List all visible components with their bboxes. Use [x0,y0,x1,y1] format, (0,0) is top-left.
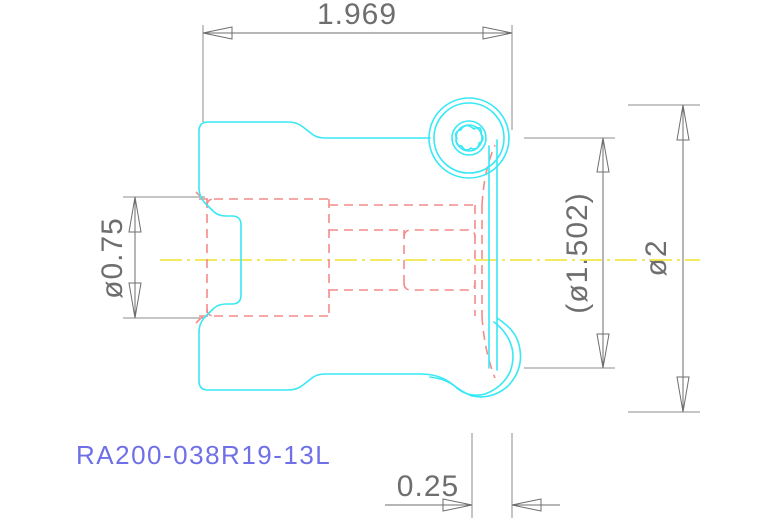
arrow-right-icon [511,498,542,512]
arrow-bottom-icon [676,376,690,413]
hidden-line-stub-bottom [195,315,204,324]
hidden-line-block2-top [403,229,476,238]
outline-lobe-inner [429,321,514,396]
arrow-left-icon [202,26,233,40]
outline-lobe-outer [419,317,522,398]
bore-diameter-dimension: ø0.75 [96,196,205,319]
torx-star-socket-icon [454,124,484,151]
part-number-label: RA200-038R19-13L [76,440,331,470]
hidden-line-diag-top [481,144,496,206]
outline-notch-top [198,187,242,241]
outline-notch-bottom [198,281,242,333]
outline-torx-outer-circle [451,120,487,156]
arrow-right-icon [482,26,513,40]
arrow-top-icon [128,196,142,233]
outline-boss-second-circle [433,102,505,174]
arrow-bottom-icon [128,282,142,319]
outline-bottom-edge [198,373,421,391]
overall-width-value: 1.969 [317,0,397,31]
hidden-line-diag-bottom [481,315,496,379]
arrow-left-icon [442,498,473,512]
edge-offset-value: 0.25 [397,470,459,503]
bore-diameter-value: ø0.75 [96,217,129,299]
overall-width-dimension: 1.969 [202,0,513,130]
hidden-line-block2-bottom [403,282,476,291]
outline-top-edge [198,121,421,139]
outer-diameter-dimension: ø2 [628,104,700,413]
part-outline [198,97,522,398]
arrow-top-icon [676,104,690,141]
arrow-bottom-icon [596,333,610,369]
edge-offset-dimension: 0.25 [385,433,560,518]
reference-diameter-value: (ø1.502) [561,192,594,313]
outer-diameter-value: ø2 [640,239,673,276]
arrow-top-icon [596,137,610,173]
reference-diameter-dimension: (ø1.502) [524,137,615,369]
